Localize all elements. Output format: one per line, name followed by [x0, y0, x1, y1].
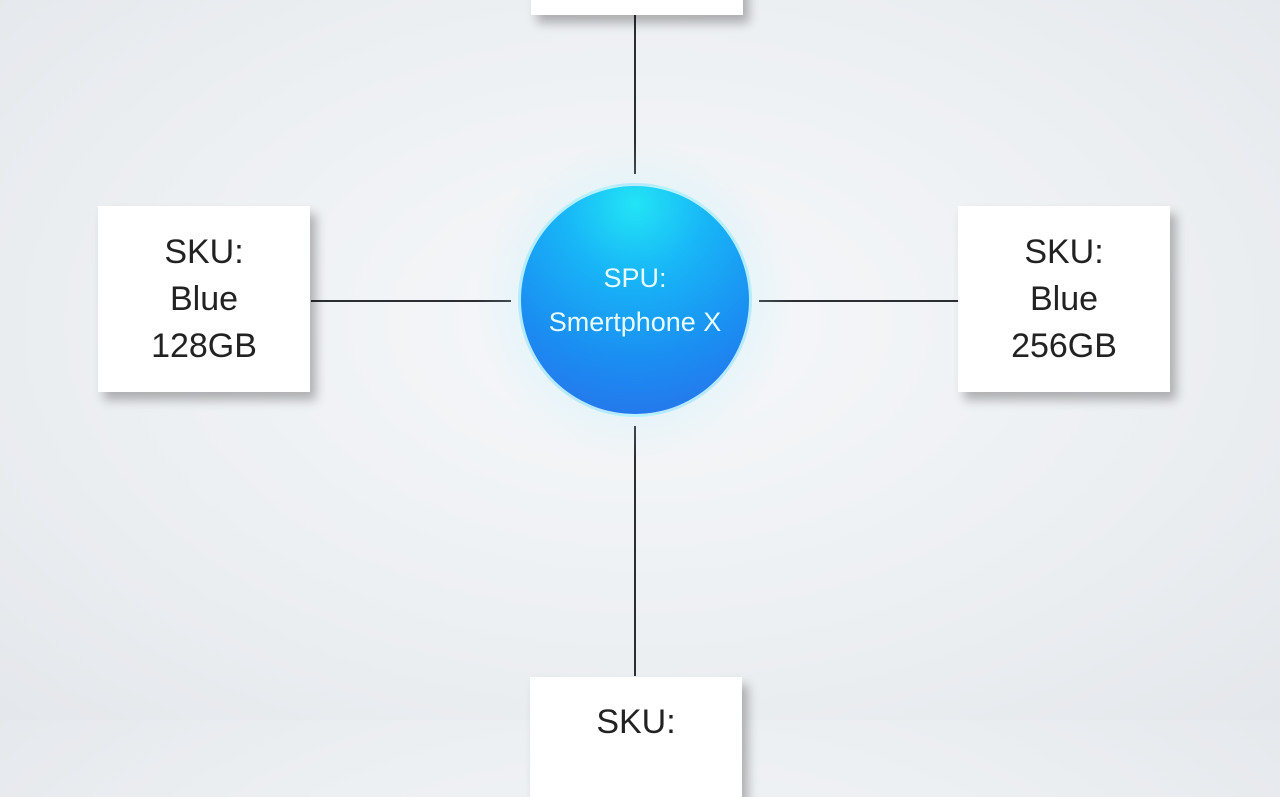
connector-right	[759, 300, 959, 302]
sku-node-blue-128gb: SKU: Blue 128GB	[98, 206, 310, 392]
connector-top	[634, 14, 636, 174]
sku-node-bottom: SKU:	[530, 677, 742, 797]
connector-bottom	[634, 426, 636, 676]
connector-left	[311, 300, 511, 302]
spu-product-name: Smertphone X	[548, 307, 722, 337]
sku-color: Blue	[169, 279, 239, 318]
spu-node-center: SPU: Smertphone X	[518, 183, 752, 417]
sku-label: SKU:	[1024, 232, 1104, 271]
sku-label: SKU:	[164, 232, 244, 271]
sku-label: SKU:	[596, 703, 676, 741]
spu-label: SPU:	[603, 263, 667, 293]
sku-node-blue-256gb: SKU: Blue 256GB	[958, 206, 1170, 392]
sku-storage: 128GB	[151, 326, 257, 365]
sku-color: Blue	[1029, 279, 1099, 318]
sku-storage: 256GB	[1011, 326, 1117, 365]
sku-node-top	[531, 0, 743, 15]
